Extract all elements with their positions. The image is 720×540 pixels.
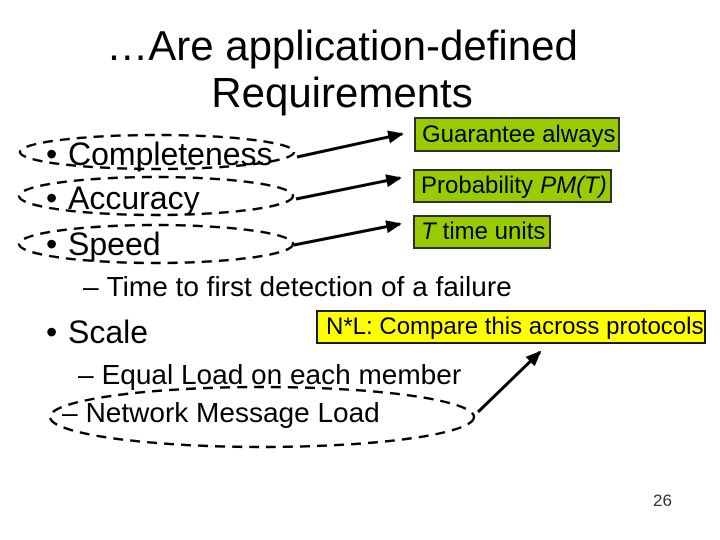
callout-time-units: T time units xyxy=(413,215,551,249)
callout-guarantee-always: Guarantee always xyxy=(414,117,620,152)
subbullet-label-equal-load: Equal Load on each member xyxy=(101,359,462,390)
slide-title: …Are application-defined Requirements xyxy=(0,22,684,116)
bullet-item-accuracy: • Accuracy xyxy=(46,181,200,215)
bullet-item-scale: • Scale xyxy=(46,315,148,349)
bullet-item-speed: • Speed xyxy=(46,227,161,261)
callout-probability: Probability PM(T) xyxy=(413,169,612,203)
subbullet-label-time-to-detection: Time to first detection of a failure xyxy=(106,271,512,302)
bullet-marker: • xyxy=(46,314,58,350)
bullet-label-completeness: Completeness xyxy=(68,136,273,172)
bullet-label-accuracy: Accuracy xyxy=(68,180,200,216)
callout-compare-protocols: N*L: Compare this across protocols xyxy=(316,310,706,344)
callout-compare-protocols-label: N*L: Compare this across protocols xyxy=(326,313,704,340)
dash-marker: – xyxy=(83,271,99,302)
callout-probability-prefix: Probability xyxy=(421,172,534,199)
bullet-marker: • xyxy=(46,136,58,172)
subbullet-equal-load: – Equal Load on each member xyxy=(78,360,461,390)
bullet-label-speed: Speed xyxy=(68,226,161,262)
callout-time-units-suffix: time units xyxy=(442,218,546,245)
arrow-speed-to-time-units xyxy=(293,220,402,247)
bullet-item-completeness: • Completeness xyxy=(46,137,273,171)
callout-probability-formula: PM(T) xyxy=(540,172,607,199)
arrow-network-load-to-compare xyxy=(476,350,542,414)
slide-title-line1: …Are application-defined xyxy=(106,22,578,69)
arrow-accuracy-to-probability xyxy=(295,174,402,201)
subbullet-time-to-detection: – Time to first detection of a failure xyxy=(83,272,512,302)
bullet-label-scale: Scale xyxy=(68,314,149,350)
callout-guarantee-always-label: Guarantee always xyxy=(422,120,616,148)
callout-time-units-symbol: T xyxy=(421,218,436,245)
bullet-marker: • xyxy=(46,180,58,216)
dash-marker: – xyxy=(62,397,78,428)
bullet-marker: • xyxy=(46,226,58,262)
subbullet-label-network-message-load: Network Message Load xyxy=(85,397,380,428)
subbullet-network-message-load: – Network Message Load xyxy=(62,398,380,428)
dash-marker: – xyxy=(78,359,94,390)
page-number: 26 xyxy=(653,491,672,510)
arrow-completeness-to-guarantee xyxy=(296,130,404,159)
slide-title-line2: Requirements xyxy=(211,69,473,116)
